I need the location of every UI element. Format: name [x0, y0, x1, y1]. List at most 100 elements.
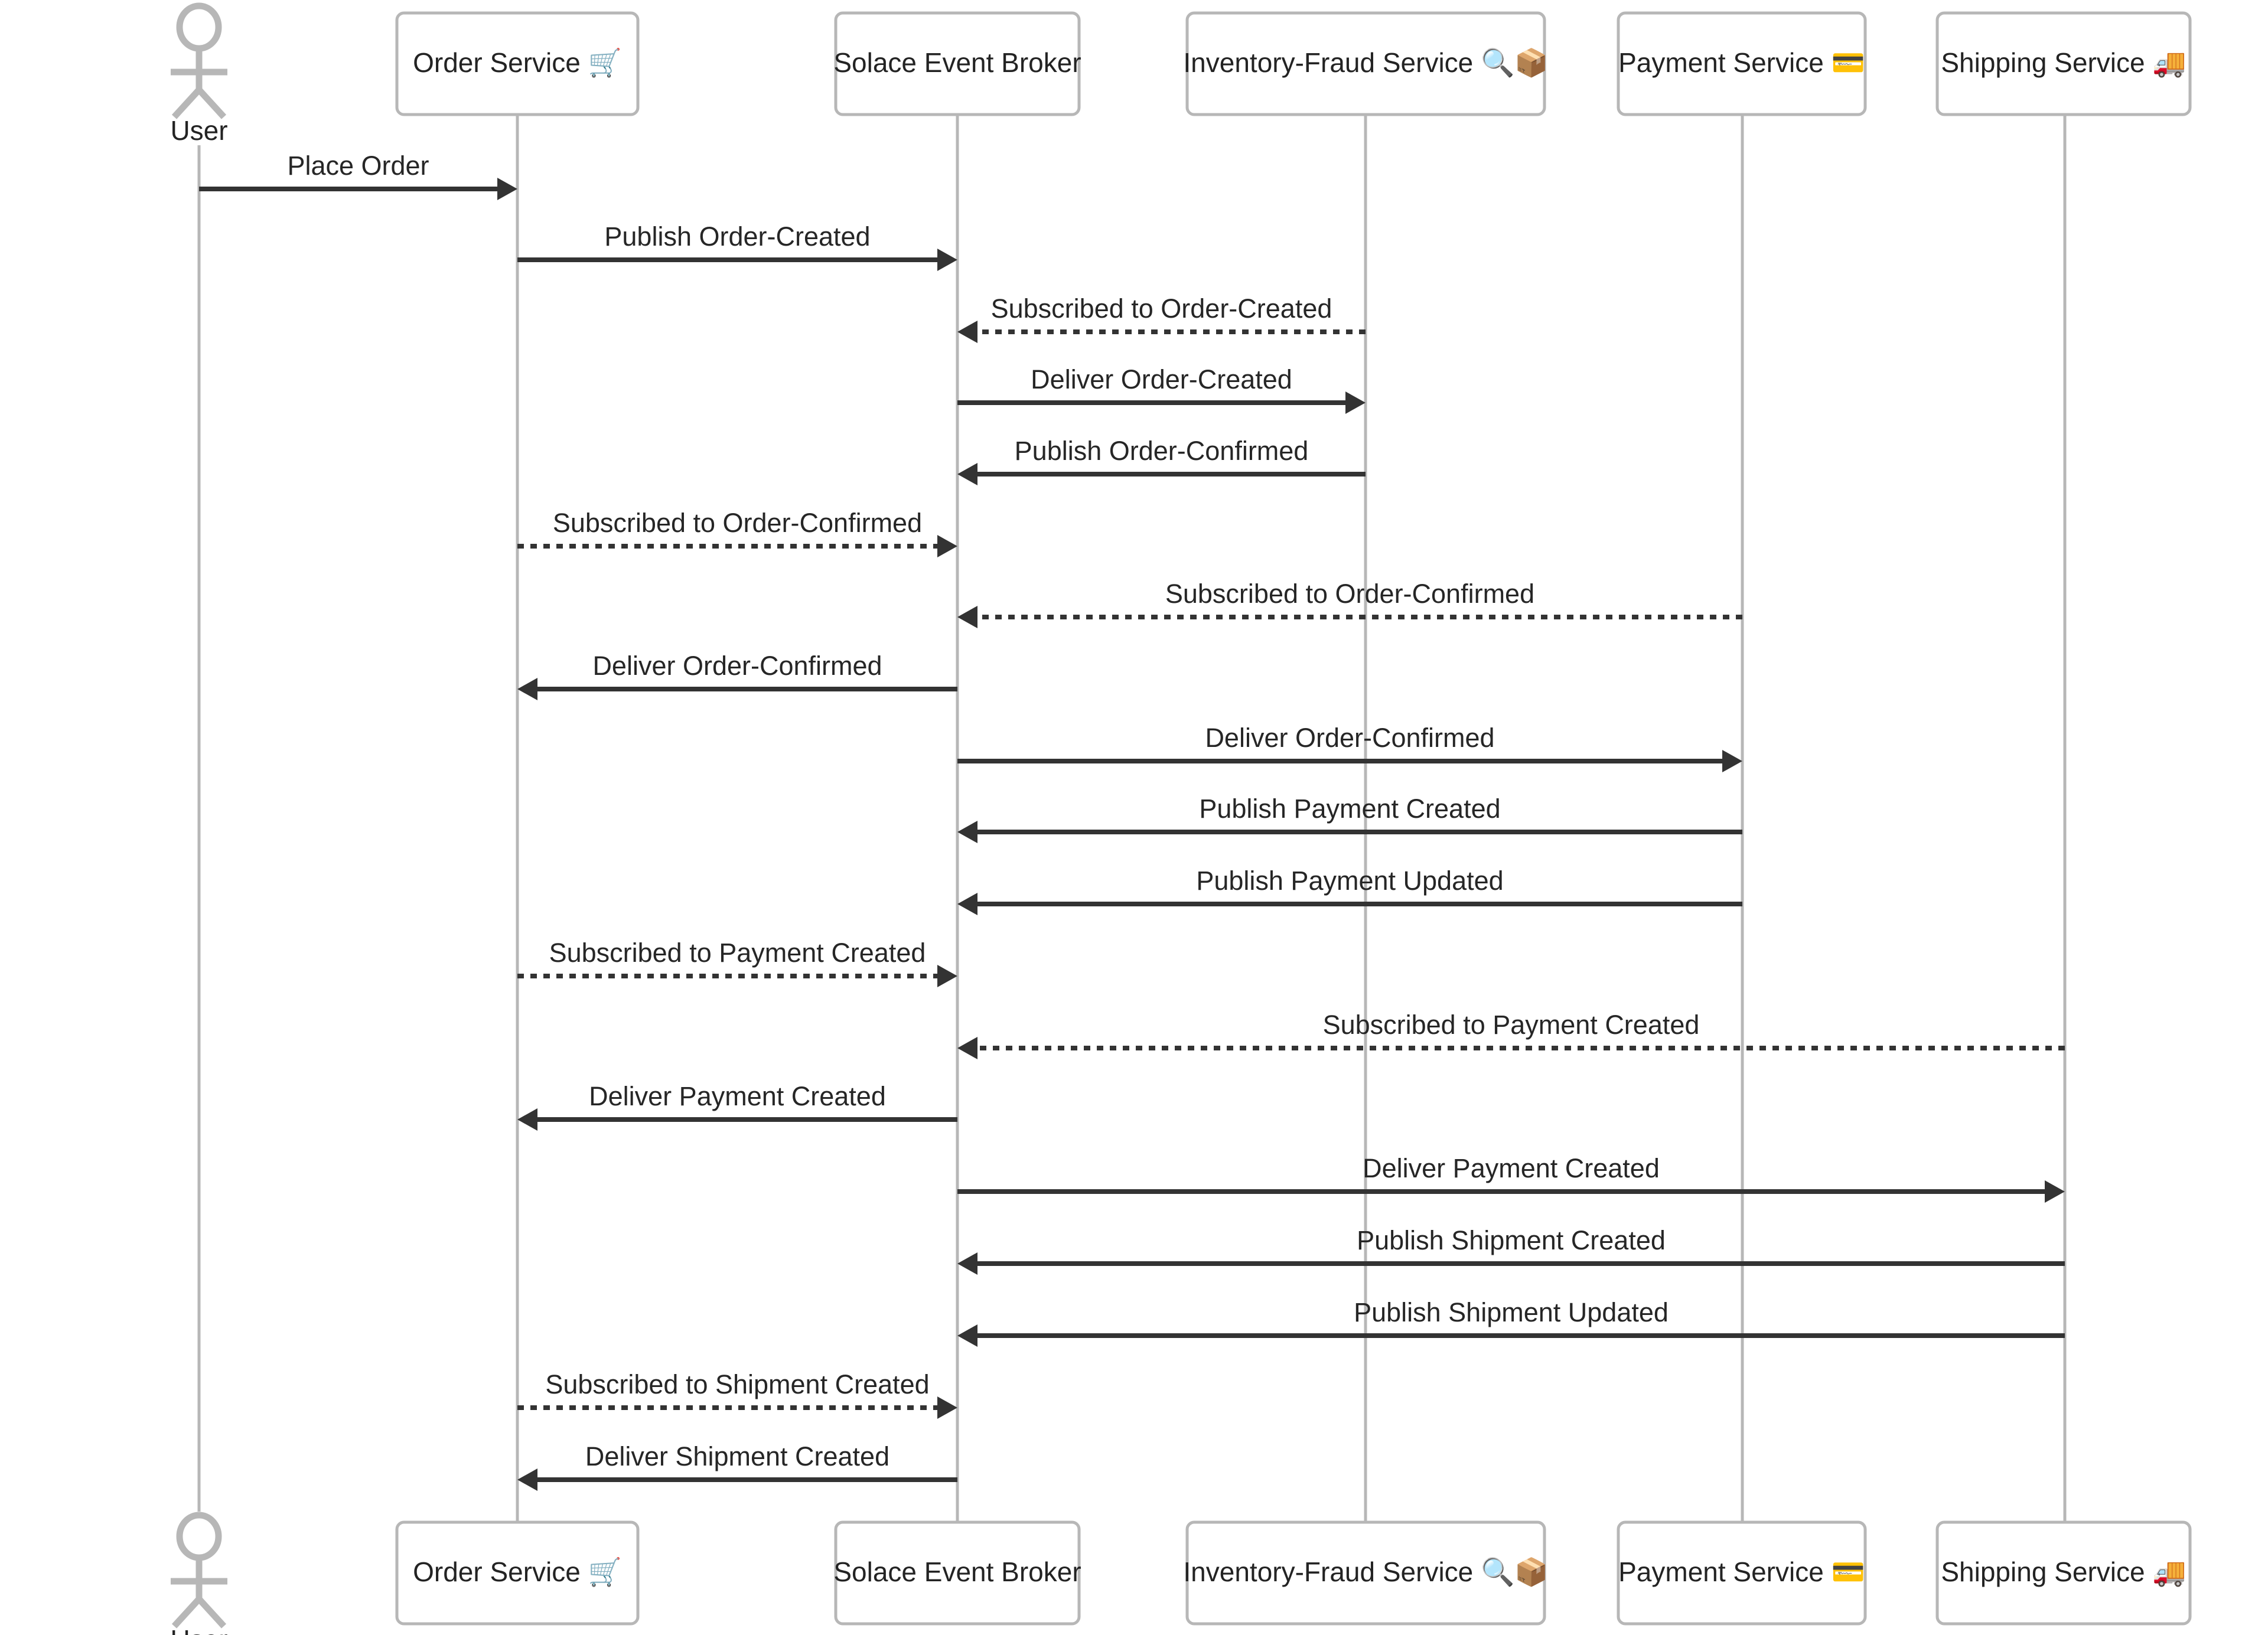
message-label-12: Subscribed to Payment Created: [549, 938, 926, 968]
actor-label-user: User: [170, 115, 227, 146]
participant-label-solace-event-broker: Solace Event Broker: [833, 47, 1081, 78]
message-arrowhead-17: [957, 1324, 977, 1347]
message-label-15: Deliver Payment Created: [1363, 1153, 1660, 1183]
message-label-7: Subscribed to Order-Confirmed: [1165, 579, 1534, 609]
message-3[interactable]: Subscribed to Order-Created: [957, 293, 1366, 343]
message-label-4: Deliver Order-Created: [1031, 364, 1292, 394]
participant-footer-shipping-service-footer[interactable]: Shipping Service 🚚: [1935, 1520, 2192, 1626]
message-arrowhead-7: [957, 606, 977, 628]
actor-label-user-footer: User: [170, 1624, 227, 1635]
message-arrowhead-13: [957, 1037, 977, 1059]
participant-label-payment-service-footer: Payment Service 💳: [1618, 1556, 1865, 1587]
message-arrowhead-5: [957, 463, 977, 485]
participant-box-shipping-service[interactable]: [1935, 11, 2192, 116]
participant-box-payment-service-footer[interactable]: [1617, 1520, 1867, 1626]
message-16[interactable]: Publish Shipment Created: [957, 1225, 2065, 1275]
message-label-13: Subscribed to Payment Created: [1323, 1010, 1700, 1040]
participant-label-order-service: Order Service 🛒: [413, 47, 622, 79]
message-arrowhead-2: [937, 249, 957, 271]
message-arrowhead-1: [497, 178, 517, 200]
footer-participants-layer: User Order Service 🛒 Solace Event Broker In…: [170, 1512, 2192, 1635]
participant-footer-inventory-fraud-service-footer[interactable]: Inventory-Fraud Service 🔍📦: [1183, 1520, 1549, 1626]
actor-leg-right-icon: [196, 1597, 227, 1629]
message-label-9: Deliver Order-Confirmed: [1205, 723, 1494, 753]
message-4[interactable]: Deliver Order-Created: [957, 364, 1366, 414]
message-arrowhead-15: [2045, 1180, 2065, 1203]
message-9[interactable]: Deliver Order-Confirmed: [957, 723, 1742, 772]
message-18[interactable]: Subscribed to Shipment Created: [517, 1369, 957, 1419]
participant-inventory-fraud-service[interactable]: Inventory-Fraud Service 🔍📦: [1183, 11, 1549, 116]
message-1[interactable]: Place Order: [199, 151, 517, 200]
actor-leg-left-icon: [171, 1597, 202, 1629]
participant-box-payment-service[interactable]: [1617, 11, 1867, 116]
participant-footer-payment-service-footer[interactable]: Payment Service 💳: [1617, 1520, 1867, 1626]
actor-head-icon: [176, 2, 222, 52]
message-label-6: Subscribed to Order-Confirmed: [553, 508, 922, 538]
message-label-18: Subscribed to Shipment Created: [545, 1369, 929, 1399]
participants-layer: User Order Service 🛒 Solace Event Broker In…: [170, 2, 2192, 146]
participant-box-shipping-service-footer[interactable]: [1935, 1520, 2192, 1626]
message-14[interactable]: Deliver Payment Created: [517, 1081, 957, 1131]
message-12[interactable]: Subscribed to Payment Created: [517, 938, 957, 987]
message-arrowhead-4: [1345, 391, 1366, 414]
participant-label-solace-event-broker-footer: Solace Event Broker: [833, 1556, 1081, 1587]
message-arrowhead-19: [517, 1468, 537, 1491]
participant-box-inventory-fraud-service[interactable]: [1185, 11, 1546, 116]
actor-user: User: [170, 2, 228, 146]
participant-label-order-service-footer: Order Service 🛒: [413, 1556, 622, 1588]
participant-label-shipping-service: Shipping Service 🚚: [1941, 47, 2186, 79]
participant-footer-solace-event-broker-footer[interactable]: Solace Event Broker: [833, 1520, 1081, 1626]
message-label-5: Publish Order-Confirmed: [1015, 436, 1309, 466]
message-label-16: Publish Shipment Created: [1357, 1225, 1666, 1255]
message-arrowhead-8: [517, 678, 537, 700]
participant-payment-service[interactable]: Payment Service 💳: [1617, 11, 1867, 116]
actor-user-footer: User: [170, 1512, 228, 1635]
message-arrowhead-6: [937, 535, 957, 557]
actor-leg-right-icon: [196, 87, 227, 119]
message-17[interactable]: Publish Shipment Updated: [957, 1297, 2065, 1347]
participant-box-order-service[interactable]: [395, 11, 640, 116]
lifelines-layer: [197, 115, 2067, 1522]
message-arrowhead-18: [937, 1396, 957, 1419]
message-label-11: Publish Payment Updated: [1196, 866, 1503, 896]
message-15[interactable]: Deliver Payment Created: [957, 1153, 2065, 1203]
message-arrowhead-9: [1722, 750, 1742, 772]
message-6[interactable]: Subscribed to Order-Confirmed: [517, 508, 957, 557]
message-7[interactable]: Subscribed to Order-Confirmed: [957, 579, 1742, 628]
message-label-2: Publish Order-Created: [604, 221, 870, 252]
message-5[interactable]: Publish Order-Confirmed: [957, 436, 1366, 485]
participant-order-service[interactable]: Order Service 🛒: [395, 11, 640, 116]
actor-head-icon: [176, 1512, 222, 1561]
message-arrowhead-10: [957, 821, 977, 843]
participant-box-inventory-fraud-service-footer[interactable]: [1185, 1520, 1546, 1626]
message-label-10: Publish Payment Created: [1199, 794, 1500, 824]
participant-box-order-service-footer[interactable]: [395, 1520, 640, 1626]
message-label-19: Deliver Shipment Created: [585, 1441, 889, 1471]
message-13[interactable]: Subscribed to Payment Created: [957, 1010, 2065, 1059]
message-arrowhead-11: [957, 893, 977, 915]
message-2[interactable]: Publish Order-Created: [517, 221, 957, 271]
message-19[interactable]: Deliver Shipment Created: [517, 1441, 957, 1491]
participant-box-solace-event-broker[interactable]: [834, 11, 1081, 116]
message-label-14: Deliver Payment Created: [589, 1081, 886, 1111]
participant-box-solace-event-broker-footer[interactable]: [834, 1520, 1081, 1626]
participant-footer-order-service-footer[interactable]: Order Service 🛒: [395, 1520, 640, 1626]
message-11[interactable]: Publish Payment Updated: [957, 866, 1742, 915]
message-arrowhead-3: [957, 321, 977, 343]
message-arrowhead-14: [517, 1108, 537, 1131]
participant-label-inventory-fraud-service: Inventory-Fraud Service 🔍📦: [1183, 45, 1548, 79]
message-10[interactable]: Publish Payment Created: [957, 794, 1742, 843]
message-arrowhead-12: [937, 965, 957, 987]
message-label-8: Deliver Order-Confirmed: [592, 651, 882, 681]
participant-shipping-service[interactable]: Shipping Service 🚚: [1935, 11, 2192, 116]
message-label-3: Subscribed to Order-Created: [991, 293, 1332, 324]
message-8[interactable]: Deliver Order-Confirmed: [517, 651, 957, 700]
participant-solace-event-broker[interactable]: Solace Event Broker: [833, 11, 1081, 116]
message-arrowhead-16: [957, 1252, 977, 1275]
message-label-17: Publish Shipment Updated: [1354, 1297, 1669, 1327]
message-label-1: Place Order: [287, 151, 429, 181]
participant-label-payment-service: Payment Service 💳: [1618, 47, 1865, 78]
